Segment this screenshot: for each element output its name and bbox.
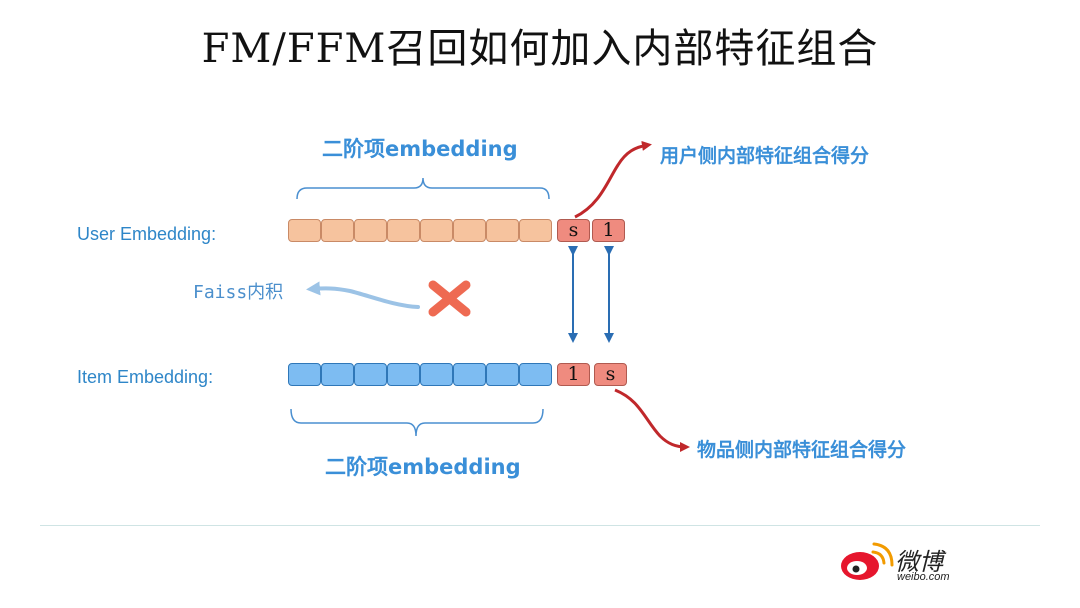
item-side-note: 物品侧内部特征组合得分 (697, 439, 907, 461)
item-embedding-cell (486, 363, 519, 386)
weibo-logo-url: weibo.com (897, 571, 950, 583)
item-embedding-cell (453, 363, 486, 386)
item-embedding-label: Item Embedding: (77, 367, 214, 387)
item-embedding-cell (354, 363, 387, 386)
item-embedding-cell (288, 363, 321, 386)
bottom-bracket-label: 二阶项embedding (325, 455, 521, 479)
faiss-arrow (306, 281, 420, 309)
user-embedding-cell (321, 219, 354, 242)
user-embedding-cell (288, 219, 321, 242)
top-curly-bracket (296, 177, 550, 200)
user-embedding-cell (420, 219, 453, 242)
item-tag-1: 1 (557, 363, 590, 386)
faiss-label: Faiss内积 (193, 282, 284, 303)
item-embedding-cell (387, 363, 420, 386)
item-side-arrow (614, 388, 690, 452)
weibo-logo-icon (841, 542, 894, 580)
item-embedding-cell (321, 363, 354, 386)
user-embedding-cell (486, 219, 519, 242)
slide-title: FM/FFM召回如何加入内部特征组合 (201, 26, 879, 72)
item-embedding-cell (519, 363, 552, 386)
user-side-arrow (574, 140, 652, 219)
footer-divider (40, 525, 1040, 526)
user-embedding-cell (354, 219, 387, 242)
x-mark-icon (428, 280, 471, 317)
item-tag-s: s (594, 363, 627, 386)
user-side-note: 用户侧内部特征组合得分 (660, 145, 870, 167)
user-embedding-label: User Embedding: (77, 224, 217, 244)
item-embedding-cell (420, 363, 453, 386)
user-embedding-cell (519, 219, 552, 242)
weibo-logo-name: 微博 (895, 548, 943, 576)
bottom-curly-bracket (290, 408, 544, 437)
user-tag-s: s (557, 219, 590, 242)
user-embedding-cell (387, 219, 420, 242)
item-embedding-vector (288, 363, 552, 386)
user-embedding-cell (453, 219, 486, 242)
top-bracket-label: 二阶项embedding (322, 137, 518, 161)
user-tag-1: 1 (592, 219, 625, 242)
user-embedding-vector (288, 219, 552, 242)
